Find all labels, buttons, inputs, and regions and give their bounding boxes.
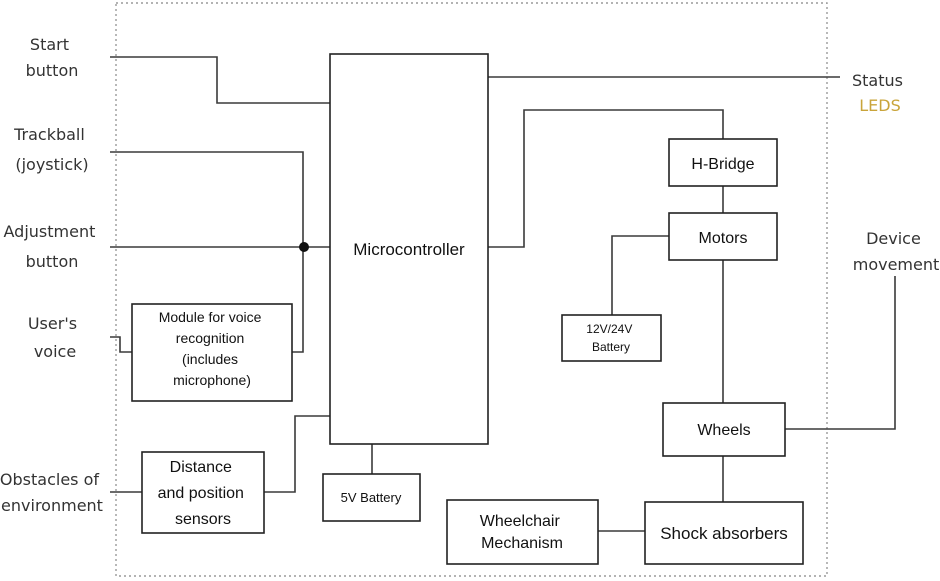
motors-block: Motors <box>668 212 778 261</box>
svg-text:Device movement: Device movement <box>853 229 940 274</box>
wheels-block: Wheels <box>662 402 786 457</box>
system-boundary <box>115 2 828 577</box>
voice-module-line1: Module for voice <box>159 309 262 325</box>
status-leds-line1: Status <box>852 71 903 90</box>
wheelchair-mechanism-line1: Wheelchair <box>480 513 561 530</box>
svg-text:Wheels: Wheels <box>697 422 750 439</box>
obstacles-line2: environment <box>1 496 103 515</box>
microcontroller-label: Microcontroller <box>353 240 465 259</box>
shock-absorbers-label: Shock absorbers <box>660 524 788 543</box>
svg-text:Obstacles of environment: Obstacles of environment <box>0 470 104 515</box>
voice-module-line3: (includes <box>182 351 238 367</box>
microcontroller-block: Microcontroller <box>329 53 489 445</box>
svg-text:12V/24V Battery: 12V/24V Battery <box>586 322 635 354</box>
shock-absorbers-block: Shock absorbers <box>644 501 804 565</box>
wire-distance-sensors <box>264 415 330 493</box>
voice-module-line4: microphone) <box>173 372 251 388</box>
voice-module-block: Module for voice recognition (includes m… <box>131 303 293 402</box>
svg-text:Module for voice recogni: Module for voice recognition (includes m… <box>159 309 266 388</box>
svg-text:Start button: Start button <box>26 35 79 80</box>
distance-sensors-line3: sensors <box>175 511 231 528</box>
distance-sensors-line2: and position <box>158 485 244 502</box>
wire-start-button <box>110 56 330 104</box>
wire-battery12-motors <box>611 235 669 315</box>
trackball-line2: (joystick) <box>15 155 88 174</box>
wire-voice-module <box>292 250 304 353</box>
svg-text:5V Battery: 5V Battery <box>341 490 402 505</box>
battery-12v-line1: 12V/24V <box>586 322 632 336</box>
svg-text:Adjustment button: Adjustment button <box>4 222 101 271</box>
wire-users-voice <box>110 336 132 353</box>
junction-dot <box>299 242 309 252</box>
svg-text:Trackball (joystick): Trackball (joystick) <box>13 125 90 174</box>
adjustment-button-line2: button <box>26 252 79 271</box>
battery-5v-label: 5V Battery <box>341 490 402 505</box>
battery-5v-block: 5V Battery <box>322 473 421 522</box>
motors-label: Motors <box>699 230 748 247</box>
svg-text:Shock absorbers: Shock absorbers <box>660 524 788 543</box>
device-movement-line1: Device <box>866 229 921 248</box>
wire-h-bridge <box>488 109 724 248</box>
wheelchair-mechanism-line2: Mechanism <box>481 535 563 552</box>
battery-12v-line2: Battery <box>592 340 630 354</box>
svg-text:Status LEDS: Status LEDS <box>852 71 908 115</box>
connection-lines <box>110 56 896 532</box>
svg-text:H-Bridge: H-Bridge <box>691 156 754 173</box>
obstacles-line1: Obstacles of <box>0 470 99 489</box>
adjustment-button-line1: Adjustment <box>4 222 96 241</box>
start-button-line1: Start <box>30 35 69 54</box>
users-voice-line2: voice <box>34 342 76 361</box>
voice-module-line2: recognition <box>176 330 245 346</box>
start-button-line2: button <box>26 61 79 80</box>
device-movement-line2: movement <box>853 255 940 274</box>
wire-trackball <box>110 151 304 250</box>
distance-sensors-line1: Distance <box>170 459 232 476</box>
trackball-line1: Trackball <box>13 125 85 144</box>
svg-text:Wheelchair Mechanism: Wheelchair Mechanism <box>480 513 564 552</box>
svg-text:Microcontroller: Microcontroller <box>353 240 465 259</box>
h-bridge-label: H-Bridge <box>691 156 754 173</box>
wheelchair-mechanism-block: Wheelchair Mechanism <box>446 499 599 565</box>
battery-12v-block: 12V/24V Battery <box>561 314 662 362</box>
wheels-label: Wheels <box>697 422 750 439</box>
svg-text:User's voice: User's voice <box>28 314 82 361</box>
status-leds-line2: LEDS <box>859 96 901 115</box>
distance-sensors-block: Distance and position sensors <box>141 451 265 534</box>
svg-text:Motors: Motors <box>699 230 748 247</box>
h-bridge-block: H-Bridge <box>668 138 778 187</box>
svg-text:Distance and position: Distance and position sensors <box>158 459 249 528</box>
users-voice-line1: User's <box>28 314 77 333</box>
wire-device-movement <box>785 276 896 430</box>
